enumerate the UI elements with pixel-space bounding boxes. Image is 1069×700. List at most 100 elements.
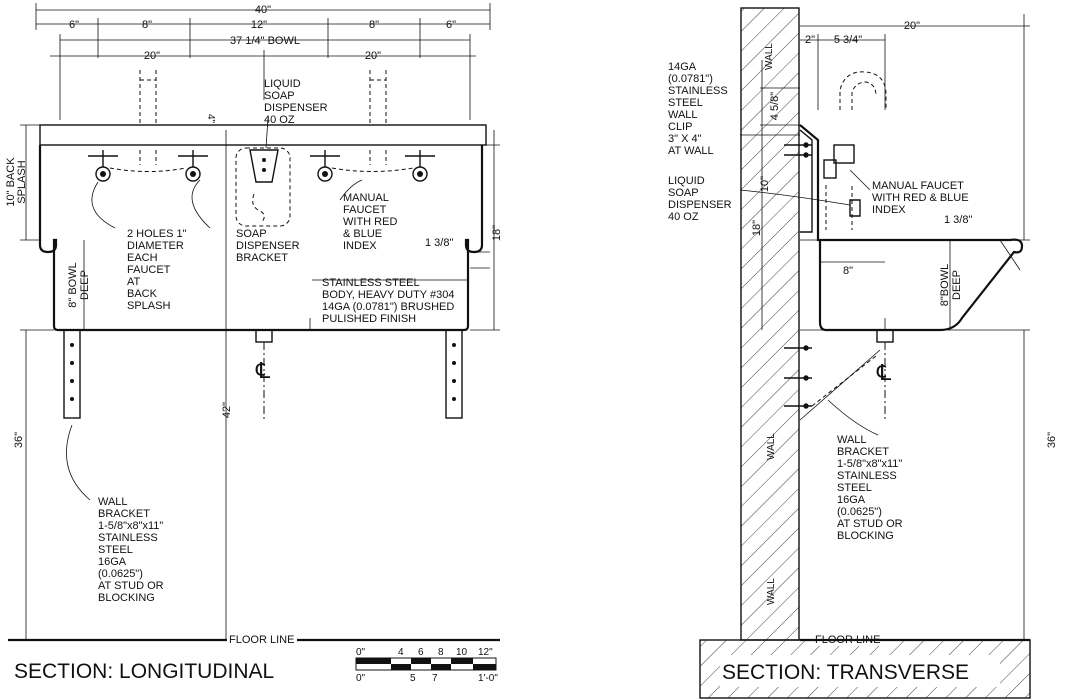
dim-bowl-deep-trans-1: 8"BOWL [939,264,951,306]
svg-text:WITH RED: WITH RED [343,216,397,228]
dim-1-38-trans: 1 3/8" [944,214,972,226]
note-soap-dispenser-long: LIQUID SOAP DISPENSER 40 OZ [264,78,328,126]
svg-text:AT STUD OR: AT STUD OR [98,580,164,592]
dim-42: 42" [221,402,233,418]
faucet-handle-4 [405,150,435,182]
dim-6-left: 6" [69,19,79,31]
wall-bracket-right [445,329,463,419]
svg-text:LIQUID: LIQUID [668,175,705,187]
transverse-section: SECTION: TRANSVERSE FLOOR LINE WALL WALL… [668,7,1058,699]
svg-text:3" X 4": 3" X 4" [668,133,702,145]
drain-centerline-trans: ℄ [876,329,894,420]
svg-text:5: 5 [410,673,416,684]
svg-text:2 HOLES 1": 2 HOLES 1" [127,228,187,240]
svg-text:SOAP: SOAP [668,187,699,199]
right-dims-long [20,130,500,640]
dim-36-long: 36" [13,432,25,448]
svg-text:16GA: 16GA [837,494,866,506]
svg-text:8: 8 [438,647,444,658]
note-bracket-long: SOAP DISPENSER BRACKET [236,228,300,264]
svg-text:BLOCKING: BLOCKING [98,592,155,604]
wall-section [740,7,800,641]
svg-text:BRACKET: BRACKET [236,252,288,264]
svg-text:INDEX: INDEX [872,204,906,216]
svg-text:AT WALL: AT WALL [668,145,714,157]
wall-bolts-trans [784,142,812,409]
svg-text:DIAMETER: DIAMETER [127,240,184,252]
svg-text:DISPENSER: DISPENSER [668,199,732,211]
top-dimensions [35,3,491,120]
dim-6-right: 6" [446,19,456,31]
dim-2-trans: 2" [805,34,815,46]
note-body: STAINLESS STEEL BODY, HEAVY DUTY #304 14… [322,277,454,325]
svg-text:AT: AT [127,276,141,288]
svg-text:STEEL: STEEL [837,482,872,494]
svg-text:4: 4 [398,647,404,658]
svg-text:10: 10 [456,647,468,658]
dim-4: 4" [205,114,216,124]
dim-bowl-deep-trans-2: DEEP [951,270,963,300]
svg-text:WALL: WALL [837,434,867,446]
svg-text:SOAP: SOAP [236,228,267,240]
svg-text:1-5/8"x8"x11": 1-5/8"x8"x11" [837,458,902,470]
svg-text:FAUCET: FAUCET [343,204,387,216]
svg-text:BODY, HEAVY DUTY #304: BODY, HEAVY DUTY #304 [322,289,454,301]
note-wall-clip: 14GA (0.0781") STAINLESS STEEL WALL CLIP… [668,61,728,157]
dim-20-trans: 20" [904,20,920,32]
svg-text:MANUAL FAUCET: MANUAL FAUCET [872,180,964,192]
dim-back-splash-2: SPLASH [16,160,28,203]
note-wall-bracket-long: WALL BRACKET 1-5/8"x8"x11" STAINLESS STE… [98,496,164,604]
dim-1-38-long: 1 3/8" [425,237,453,249]
dim-12: 12" [251,19,267,31]
svg-text:BRACKET: BRACKET [98,508,150,520]
dim-bowl: 37 1/4" BOWL [230,35,300,47]
svg-text:FAUCET: FAUCET [127,264,171,276]
wall-bracket-left [63,329,81,419]
wall-label-3: WALL [766,578,777,605]
svg-text:WALL: WALL [98,496,128,508]
svg-text:STAINLESS: STAINLESS [837,470,897,482]
title-transverse: SECTION: TRANSVERSE [722,661,969,684]
svg-text:DISPENSER: DISPENSER [236,240,300,252]
svg-text:6: 6 [418,647,424,658]
svg-text:INDEX: INDEX [343,240,377,252]
centerline-symbol: ℄ [255,358,271,383]
back-splash-top [39,124,487,146]
svg-text:STAINLESS STEEL: STAINLESS STEEL [322,277,420,289]
svg-text:(0.0625"): (0.0625") [837,506,882,518]
svg-text:12": 12" [478,647,493,658]
scale-bar: 0" 4 6 8 10 12" 0" 5 7 1'-0" [355,647,498,684]
svg-text:& BLUE: & BLUE [343,228,382,240]
dim-bowl-deep-2: DEEP [79,270,91,300]
svg-text:BRACKET: BRACKET [837,446,889,458]
svg-text:0": 0" [356,673,366,684]
svg-text:PULISHED FINISH: PULISHED FINISH [322,313,416,325]
top-dims-trans [760,14,1030,640]
wall-label-1: WALL [764,43,775,70]
centerline-symbol-trans: ℄ [876,360,892,385]
svg-text:MANUAL: MANUAL [343,192,389,204]
longitudinal-section: 40" 6" 8" 12" 8" 6" 37 1/4" BOWL 20" 20"… [5,3,503,684]
svg-text:DISPENSER: DISPENSER [264,102,328,114]
svg-text:40 OZ: 40 OZ [668,211,699,223]
note-holes: 2 HOLES 1" DIAMETER EACH FAUCET AT BACK … [127,228,187,312]
svg-text:40 OZ: 40 OZ [264,114,295,126]
svg-text:AT STUD OR: AT STUD OR [837,518,903,530]
soap-dispenser-long [235,147,291,227]
dim-20-left: 20" [144,50,160,62]
dim-36-trans: 36" [1046,432,1058,448]
svg-text:16GA: 16GA [98,556,127,568]
faucet-risers [139,70,387,165]
faucet-handle-2 [178,150,208,182]
faucet-handle-3 [310,150,340,182]
faucet-handle-1 [88,150,118,182]
svg-text:SOAP: SOAP [264,90,295,102]
dim-4-58: 4 5/8" [769,92,781,120]
faucet-trans [823,71,887,230]
dim-bowl-deep-1: 8" BOWL [67,262,79,307]
dim-8-right: 8" [369,19,379,31]
dim-8-left: 8" [142,19,152,31]
note-soap-trans: LIQUID SOAP DISPENSER 40 OZ [668,175,732,223]
sink-profile [799,124,1024,332]
